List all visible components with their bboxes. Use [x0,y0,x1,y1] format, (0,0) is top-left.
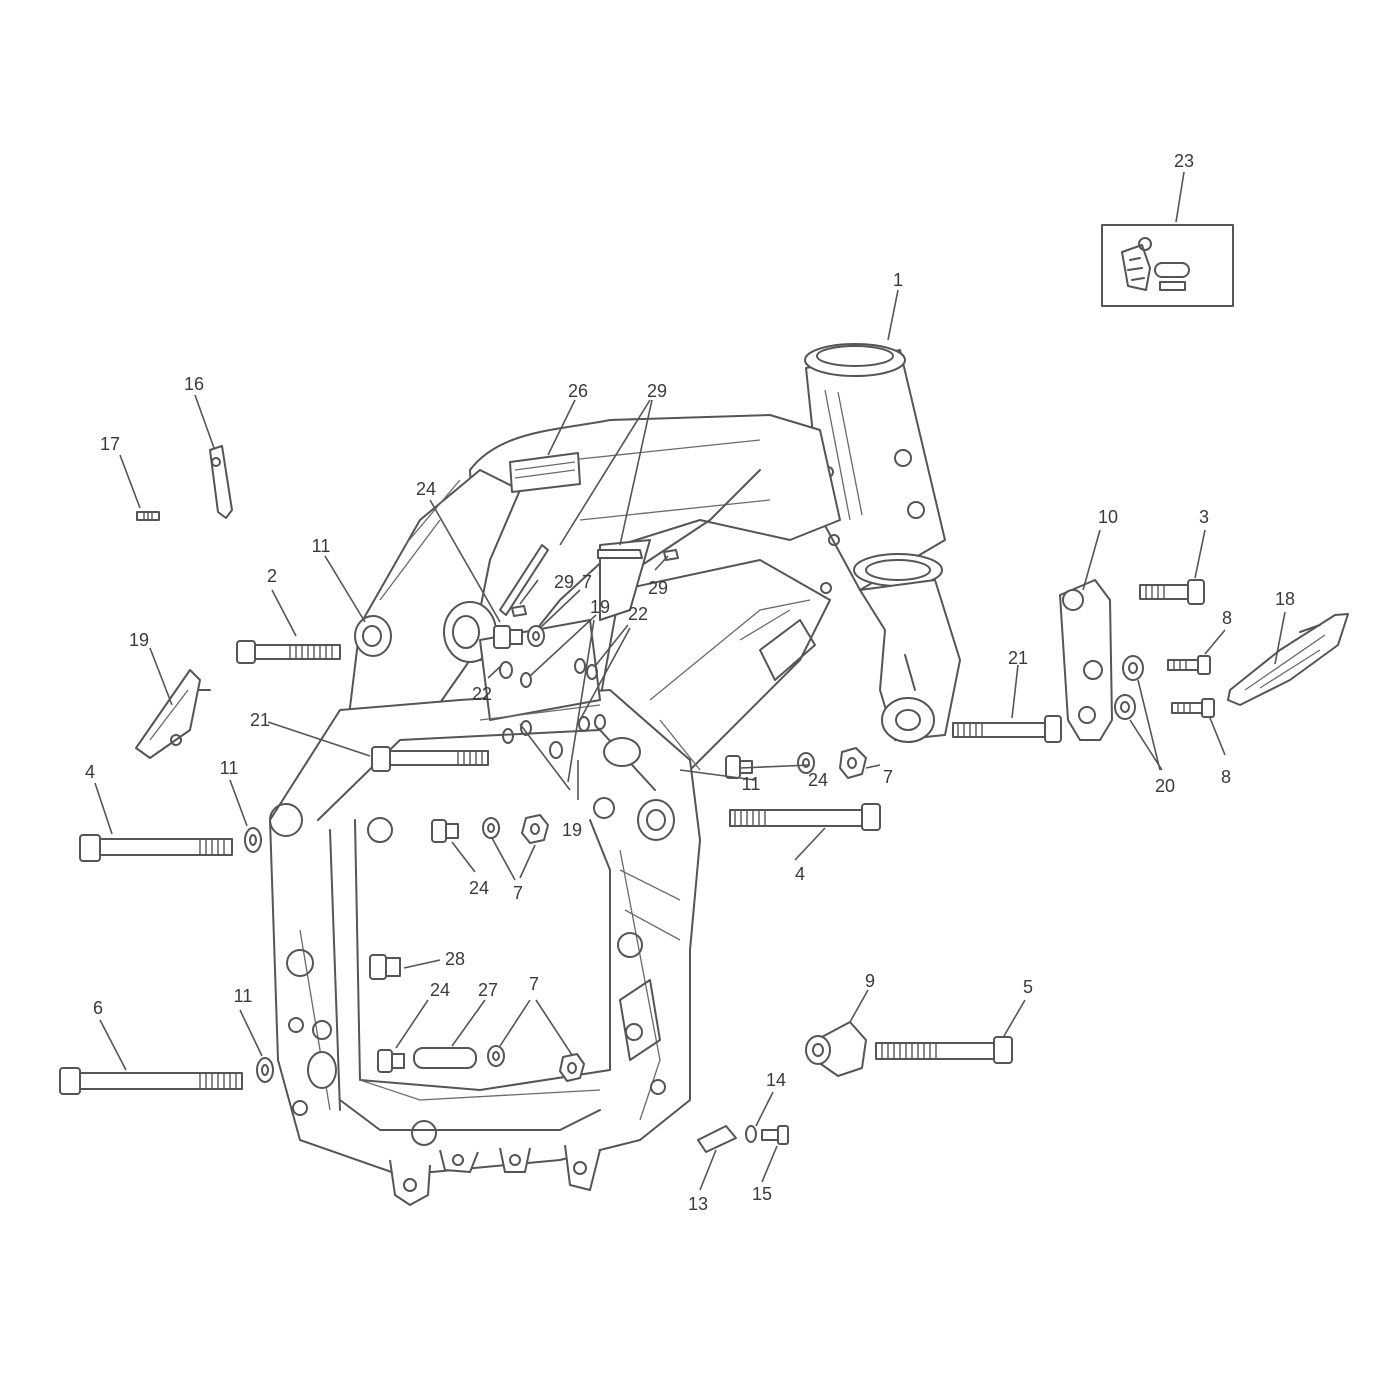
part-23-inset [1101,224,1234,307]
part-7-nut-low-b [559,1053,585,1082]
callout-3: 3 [1199,507,1209,527]
part-26-sleeve [413,1047,477,1069]
part-16-screw [136,511,160,521]
part-15-bracket [209,445,233,519]
callout-29-right: 29 [648,578,668,598]
part-19-washer-mid [549,741,563,759]
part-22-washer-a [499,661,513,679]
part-5-bolt [875,1036,1013,1064]
callout-18: 19 [129,630,149,650]
part-7-nut-low-a [487,1045,505,1067]
part-29-screw-a [511,605,527,617]
callout-labels: 23 1 26 29 16 17 24 11 2 29 7 19 22 29 1… [85,151,1295,1214]
callout-20: 20 [1155,776,1175,796]
part-20-spacer-a [1122,655,1144,681]
callout-2: 2 [267,566,277,586]
callout-8-top: 8 [1222,608,1232,628]
part-19-washer-mid-b [578,714,606,732]
callout-16: 17 [100,434,120,454]
callout-8-bottom: 8 [1221,767,1231,787]
callout-4-left: 4 [85,762,95,782]
part-7-nut-right-b [839,747,867,779]
callout-6: 6 [93,998,103,1018]
callout-7-right: 7 [883,767,893,787]
part-2-bolt [236,640,341,664]
part-21-bolt-left [371,746,489,772]
callout-15: 16 [184,374,204,394]
part-24-fastener-mid [431,819,459,843]
part-17-guard [1227,613,1349,706]
callout-29-left: 29 [554,572,574,592]
callout-21-left: 21 [250,710,270,730]
part-7-nut-mid-b [521,814,549,844]
part-19-washer-top-b [574,658,586,674]
part-19-washer-top [520,672,532,688]
callout-19-top: 19 [590,597,610,617]
part-8-screw-b [1171,698,1215,718]
callout-9: 9 [865,971,875,991]
leader-lines [94,171,1286,1191]
part-28-strip-a [499,544,549,616]
part-13-washer [745,1125,757,1143]
callout-12: 13 [688,1194,708,1214]
part-22-washer-b [586,664,598,680]
callout-5: 5 [1023,977,1033,997]
part-7-nut-mid-a [482,817,500,839]
part-7-nut-top [527,625,545,647]
part-4-bolt-left [79,834,233,862]
callout-4-right: 4 [795,864,805,884]
part-10-plate [1059,579,1113,741]
part-8-screw-a [1167,655,1211,675]
part-6-bolt [59,1067,243,1095]
callout-11-left: 11 [220,758,239,778]
part-22-washer-mid [502,720,532,744]
callout-21-right: 21 [1008,648,1028,668]
callout-28: 29 [647,381,667,401]
part-4-bolt-right [729,803,881,831]
part-14-screw [761,1125,789,1145]
part-7-nut-right-a [797,752,815,774]
callout-17: 18 [1275,589,1295,609]
callout-11-top: 11 [312,536,331,556]
callout-10: 10 [1098,507,1118,527]
callout-7-mid: 7 [513,883,523,903]
callout-7-top: 7 [582,572,592,592]
callout-26: 27 [478,980,498,1000]
callout-14: 15 [752,1184,772,1204]
callout-7-low: 7 [529,974,539,994]
callout-22-left: 22 [472,684,492,704]
part-28-strip-b [597,549,643,559]
part-11-washer-a [244,827,262,853]
part-12-cap [697,1125,737,1153]
callout-24-top: 24 [416,479,436,499]
part-24-fastener-low [377,1049,405,1073]
callout-24-right: 24 [808,770,828,790]
part-27-fastener [369,954,401,980]
part-11-washer-b [256,1057,274,1083]
callout-1: 1 [893,270,903,290]
callout-11-right: 11 [742,774,761,794]
callout-22-top: 22 [628,604,648,624]
callout-11-low: 11 [234,986,253,1006]
part-20-spacer-b [1114,694,1136,720]
callout-19-mid: 19 [562,820,582,840]
callout-24-mid: 24 [469,878,489,898]
callout-23: 23 [1174,151,1194,171]
callout-27: 28 [445,949,465,969]
callout-24-low: 24 [430,980,450,1000]
part-21-bolt-right [952,715,1062,743]
callout-13: 14 [766,1070,786,1090]
part-3-bolt [1139,579,1205,605]
part-9-mount [805,1021,867,1077]
part-24-fastener-top [493,625,523,649]
part-18-guard [135,669,211,759]
callout-25: 26 [568,381,588,401]
